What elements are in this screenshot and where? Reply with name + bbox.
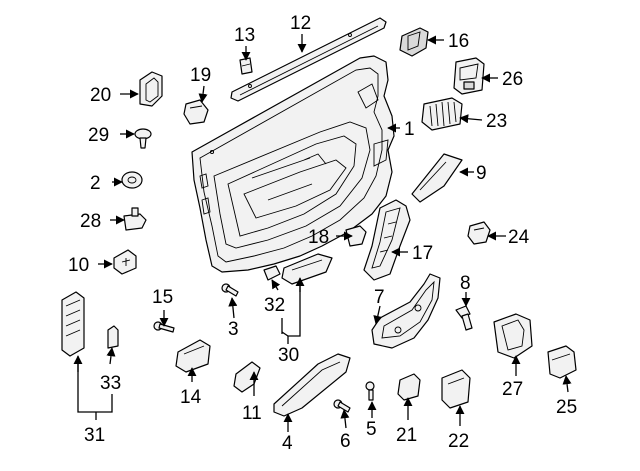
callout-30: 30 [278,345,299,366]
callout-23: 23 [486,111,507,132]
callout-1: 1 [404,119,415,140]
callout-6: 6 [340,431,351,452]
part-6-screw [333,399,351,413]
part-18-clip [345,225,367,247]
callout-17: 17 [412,243,433,264]
callout-18: 18 [308,227,329,248]
callout-32: 32 [264,295,285,316]
callout-25: 25 [556,397,577,418]
part-31-pocket [61,291,85,357]
part-4-armrest-pad [273,353,351,417]
callout-12: 12 [290,13,311,34]
part-20-bezel [139,71,163,107]
callout-26: 26 [502,69,523,90]
callout-29: 29 [88,125,109,146]
part-29-push-pin [134,128,152,149]
part-17-bracket [363,199,411,281]
callout-11: 11 [242,403,262,424]
part-2-grommet [121,171,143,189]
callout-3: 3 [228,319,239,340]
callout-24: 24 [508,227,530,248]
part-33-bulb [107,325,119,349]
callout-4: 4 [282,433,293,454]
callout-13: 13 [234,25,255,46]
callout-7: 7 [374,287,385,308]
part-22-switch [441,369,471,409]
callout-33: 33 [100,373,121,394]
callout-8: 8 [460,273,471,294]
callout-22: 22 [448,431,469,452]
callout-5: 5 [366,419,377,440]
part-3-screw [221,283,239,297]
part-26-switch [453,57,485,95]
callout-14: 14 [180,387,202,408]
part-5-screw [365,381,375,401]
part-8-screw [455,305,473,331]
callout-labels: 1 2 3 4 5 6 7 8 9 10 11 12 13 14 15 16 1… [68,13,577,454]
callout-27: 27 [502,379,523,400]
callout-20: 20 [90,85,111,106]
part-32-bulb [263,265,281,281]
part-9-panel [411,153,463,203]
leader-lines [73,34,572,432]
part-24-clip [467,221,491,245]
part-14-bracket [175,339,211,373]
callout-19: 19 [190,65,211,86]
callout-9: 9 [476,163,487,184]
callout-10: 10 [68,255,89,276]
part-25-switch [547,345,577,379]
callout-15: 15 [152,287,173,308]
part-7-armrest-bracket [371,273,441,349]
callout-28: 28 [80,211,101,232]
part-13-clip [239,57,253,75]
part-30-lamp [281,253,333,285]
part-21-switch [397,373,421,401]
part-1-door-trim-panel [191,55,395,273]
part-23-grille [421,97,463,131]
callout-16: 16 [448,31,469,52]
part-12-upper-trim-strip [230,17,387,102]
callout-31: 31 [84,425,105,446]
part-28-clip [123,207,147,231]
part-27-cup [493,313,533,359]
part-10-cap [113,249,137,275]
callout-21: 21 [396,425,417,446]
part-19-clip [183,99,209,125]
part-16-bracket [399,27,429,57]
callout-2: 2 [90,173,101,194]
part-11-clip [233,361,261,393]
